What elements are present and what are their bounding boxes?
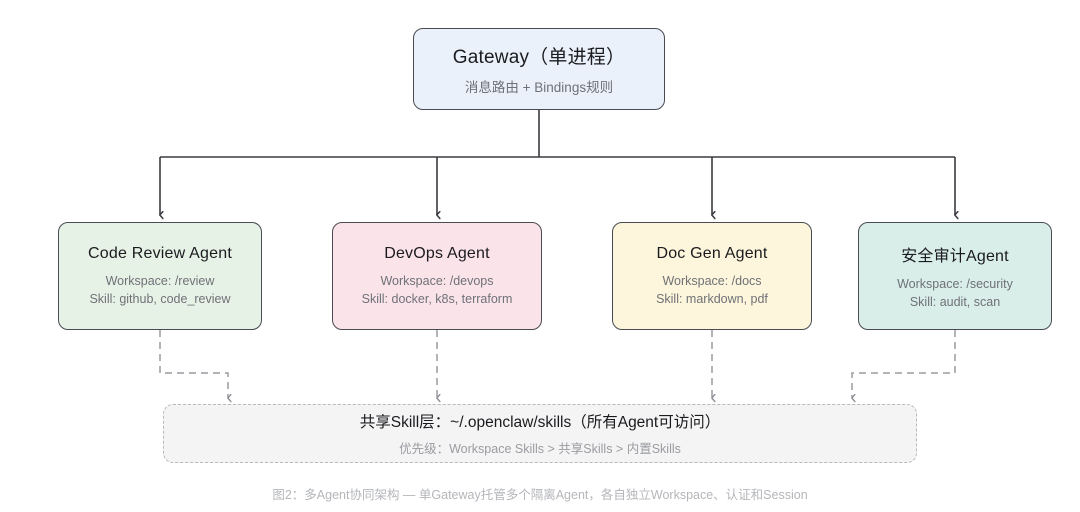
gateway-title: Gateway（单进程）	[452, 47, 626, 68]
agent-skills: Skill: audit, scan	[909, 294, 1001, 309]
node-gateway[interactable]: Gateway（单进程） 消息路由 + Bindings规则	[413, 28, 665, 110]
agent-title: Code Review Agent	[88, 244, 232, 262]
node-agent-doc-gen[interactable]: Doc Gen Agent Workspace: /docs Skill: ma…	[612, 222, 812, 330]
node-agent-code-review[interactable]: Code Review Agent Workspace: /review Ski…	[58, 222, 262, 330]
agent-skills: Skill: markdown, pdf	[656, 291, 768, 306]
dashed-connector-security	[852, 330, 956, 398]
agent-skills: Skill: github, code_review	[89, 291, 231, 306]
agents-to-shared-connectors	[159, 330, 956, 398]
figure-caption: 图2：多Agent协同架构 — 单Gateway托管多个隔离Agent，各自独立…	[272, 488, 808, 502]
node-agent-devops[interactable]: DevOps Agent Workspace: /devops Skill: d…	[332, 222, 542, 330]
gateway-subtitle: 消息路由 + Bindings规则	[464, 80, 614, 95]
shared-layer-priority: 优先级：Workspace Skills > 共享Skills > 内置Skil…	[399, 442, 681, 456]
agent-title: DevOps Agent	[384, 244, 490, 262]
agent-title: 安全审计Agent	[901, 247, 1009, 265]
agent-workspace: Workspace: /docs	[662, 273, 762, 288]
agent-workspace: Workspace: /devops	[380, 273, 494, 288]
agent-workspace: Workspace: /review	[105, 273, 215, 288]
agent-workspace: Workspace: /security	[897, 276, 1013, 291]
gateway-to-agents-connectors	[160, 110, 955, 215]
node-agent-security-audit[interactable]: 安全审计Agent Workspace: /security Skill: au…	[858, 222, 1052, 330]
agent-title: Doc Gen Agent	[656, 244, 768, 262]
dashed-connector-code-review	[159, 330, 228, 398]
shared-layer-title: 共享Skill层：~/.openclaw/skills（所有Agent可访问）	[359, 414, 721, 431]
node-shared-skill-layer[interactable]: 共享Skill层：~/.openclaw/skills（所有Agent可访问） …	[163, 404, 917, 463]
agent-skills: Skill: docker, k8s, terraform	[361, 291, 513, 306]
